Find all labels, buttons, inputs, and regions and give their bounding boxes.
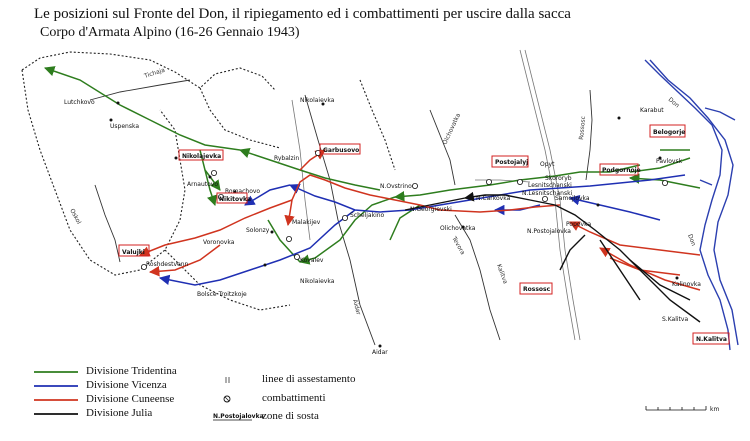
label-kovaley: Kovalev <box>300 257 324 264</box>
label-arnautovo: Arnautovo <box>187 181 218 188</box>
label-river-rossosc: Rossosc <box>578 116 587 140</box>
label-river-don-south: Don <box>686 233 697 247</box>
label-voronovka: Voronovka <box>203 239 235 246</box>
aidar-river <box>304 94 376 346</box>
label-nikitovka: Nikitovka <box>219 196 251 203</box>
label-belogorje: Belogorje <box>653 129 685 136</box>
railways <box>291 49 581 341</box>
combat-icon <box>223 395 231 403</box>
label-garbusovo: Garbusovo <box>323 147 359 154</box>
label-n-georgievski: N.Georgievski <box>410 206 452 213</box>
label-river-oskol: Oskol <box>68 208 82 226</box>
tichaja-river <box>89 79 191 101</box>
label-n-lesnitschanski: N.Lesnitschanski <box>522 190 573 197</box>
label-river-don-north: Don <box>667 96 681 109</box>
label-popovka: Popovka <box>566 221 591 228</box>
label-pavlovsk: Pavlovsk <box>656 158 683 165</box>
label-rybalzin: Rybalzin <box>274 155 299 162</box>
label-bolsce-troitzkoje: Bolsce Troitzkoje <box>197 291 247 298</box>
label-malakiev: Malakijev <box>292 219 321 226</box>
label-river-aidar: Aidar <box>351 299 362 317</box>
place-labels: Lutchkovo Uspenska Arnautovo Romachovo S… <box>64 97 701 356</box>
rivers <box>89 79 593 346</box>
label-roshdestvenn: Roshdestvenn <box>146 261 189 268</box>
scale-unit: km <box>710 406 719 413</box>
map-subtitle: Corpo d'Armata Alpino (16-26 Gennaio 194… <box>40 25 300 40</box>
olchovatka-river <box>429 109 456 186</box>
label-rossosc: Rossosc <box>523 286 551 293</box>
label-skororyb: Skororyb <box>545 175 572 182</box>
label-uspenska: Uspenska <box>110 123 139 130</box>
rest-zone-labels: Nikolajevka Nikitovka Valujki Garbusovo … <box>122 129 727 343</box>
legend-swatches <box>34 371 78 415</box>
rest-zone-icon: N.Postojalovka <box>213 413 264 420</box>
label-s-kalitva: S.Kalitva <box>662 316 688 323</box>
assestamento-lines-icon <box>225 377 230 383</box>
don-river <box>644 59 739 351</box>
label-solonzy: Solonzy <box>246 227 270 234</box>
rest-zone-boxes <box>118 124 730 345</box>
label-opyt: Opyt <box>540 161 555 168</box>
town-dots <box>109 101 679 348</box>
legend-label-vicenza: Divisione Vicenza <box>86 379 167 391</box>
combat-markers <box>140 149 669 270</box>
label-podgornoje: Podgornoje <box>602 167 641 174</box>
label-lutschkovo: Lutchkovo <box>64 99 95 106</box>
tevora-river <box>454 214 501 341</box>
legend-label-assestamento: linee di assestamento <box>262 373 356 385</box>
label-lesnitschanski: Lesnitschanski <box>528 182 572 189</box>
label-river-tichaja: Tichaja <box>143 67 167 81</box>
legend-label-julia: Divisione Julia <box>86 407 153 419</box>
label-nikolajevka: Nikolajevka <box>182 153 221 160</box>
label-kalinovka: Kalinovka <box>672 281 701 288</box>
label-valujki: Valujki <box>122 249 145 256</box>
label-river-kalitva: Kalitva <box>495 263 509 285</box>
label-n-carkovka: N.Carkovka <box>476 195 511 202</box>
label-n-ovstrino: N.Ovstrino <box>380 183 412 190</box>
label-n-postojalovka: N.Postojalovka <box>527 228 571 235</box>
label-nikolaievka-south: Nikolaievka <box>300 278 335 285</box>
label-olichovatka: Olichovatka <box>440 225 476 232</box>
scale-bar <box>645 406 707 411</box>
label-postojalyj: Postojalyj <box>495 159 528 166</box>
label-karabut: Karabut <box>640 107 664 114</box>
label-aidar: Aidar <box>372 349 388 356</box>
border-lines <box>21 51 396 311</box>
label-scheljakino: Scheljakino <box>350 212 385 219</box>
tridentina-routes <box>44 66 701 265</box>
legend-label-combattimenti: combattimenti <box>262 392 326 404</box>
legend-label-cuneense: Divisione Cuneense <box>86 393 175 405</box>
legend-label-tridentina: Divisione Tridentina <box>86 365 177 377</box>
label-n-kalitva: N.Kalitva <box>696 336 727 343</box>
oskol-river <box>94 184 121 263</box>
label-romachovo: Romachovo <box>225 188 260 195</box>
rossosc-river <box>585 89 593 181</box>
label-river-olchovatka: Olchovatka <box>441 112 462 146</box>
label-samojlovka: Samojlovka <box>555 195 590 202</box>
label-nikolaievka-north: Nikolaievka <box>300 97 335 104</box>
label-river-tevora: Tevora <box>450 235 467 257</box>
legend-label-zone-di-sosta: zone di sosta <box>262 410 319 422</box>
map-title: Le posizioni sul Fronte del Don, il ripi… <box>34 6 571 22</box>
julia-routes <box>404 191 701 323</box>
